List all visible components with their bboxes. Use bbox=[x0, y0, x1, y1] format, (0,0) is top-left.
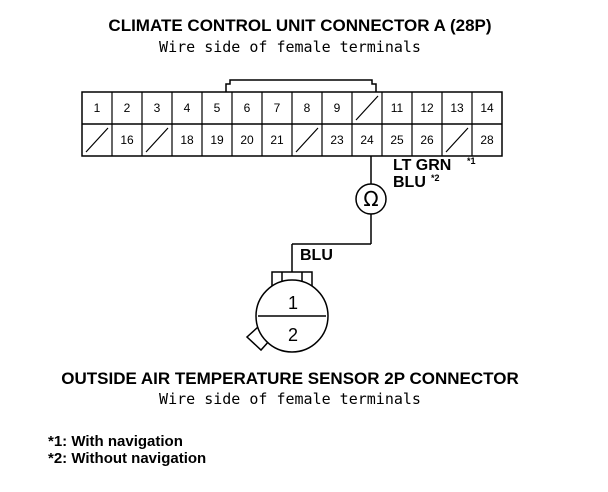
connector-a-subtitle: Wire side of female terminals bbox=[159, 38, 421, 56]
sensor-pin-1: 1 bbox=[288, 293, 298, 313]
connector-a-title: CLIMATE CONTROL UNIT CONNECTOR A (28P) bbox=[108, 16, 491, 35]
sensor-connector-subtitle: Wire side of female terminals bbox=[159, 390, 421, 408]
terminal-25: 25 bbox=[390, 133, 404, 147]
terminal-1: 1 bbox=[94, 101, 101, 115]
terminal-5: 5 bbox=[214, 101, 221, 115]
terminal-18: 18 bbox=[180, 133, 194, 147]
sensor-connector bbox=[245, 271, 329, 353]
terminal-4: 4 bbox=[184, 101, 191, 115]
unused-terminal-slash bbox=[295, 127, 319, 153]
terminal-24: 24 bbox=[360, 133, 374, 147]
unused-terminal-slash bbox=[85, 127, 109, 153]
unused-terminal-slash bbox=[445, 127, 469, 153]
ohm-symbol: Ω bbox=[363, 187, 378, 211]
terminal-12: 12 bbox=[420, 101, 434, 115]
ohmmeter-icon bbox=[355, 183, 387, 215]
terminal-8: 8 bbox=[304, 101, 311, 115]
terminal-3: 3 bbox=[154, 101, 161, 115]
terminal-16: 16 bbox=[120, 133, 134, 147]
footnote-mark-1: *1 bbox=[467, 156, 476, 166]
terminal-11: 11 bbox=[391, 101, 404, 115]
footnote-mark-2: *2 bbox=[431, 173, 440, 183]
terminal-14: 14 bbox=[480, 101, 494, 115]
sensor-wire-color: BLU bbox=[300, 247, 333, 264]
terminal-28: 28 bbox=[480, 133, 494, 147]
wire-color-blu: BLU bbox=[393, 174, 426, 191]
terminal-23: 23 bbox=[330, 133, 344, 147]
sensor-pin-2: 2 bbox=[288, 325, 298, 345]
terminal-26: 26 bbox=[420, 133, 434, 147]
wire-color-lt-grn: LT GRN bbox=[393, 157, 451, 174]
unused-terminal-slash bbox=[355, 95, 379, 121]
footnote-1: *1: With navigation bbox=[48, 433, 183, 450]
terminal-20: 20 bbox=[240, 133, 254, 147]
terminal-2: 2 bbox=[124, 101, 131, 115]
sensor-connector-title: OUTSIDE AIR TEMPERATURE SENSOR 2P CONNEC… bbox=[61, 369, 518, 388]
terminal-19: 19 bbox=[210, 133, 224, 147]
unused-terminal-slash bbox=[145, 127, 169, 153]
footnote-2: *2: Without navigation bbox=[48, 450, 206, 467]
terminal-6: 6 bbox=[244, 101, 251, 115]
terminal-13: 13 bbox=[450, 101, 464, 115]
terminal-21: 21 bbox=[270, 133, 284, 147]
terminal-9: 9 bbox=[334, 101, 341, 115]
terminal-7: 7 bbox=[274, 101, 281, 115]
probe-wire-a bbox=[291, 156, 372, 272]
